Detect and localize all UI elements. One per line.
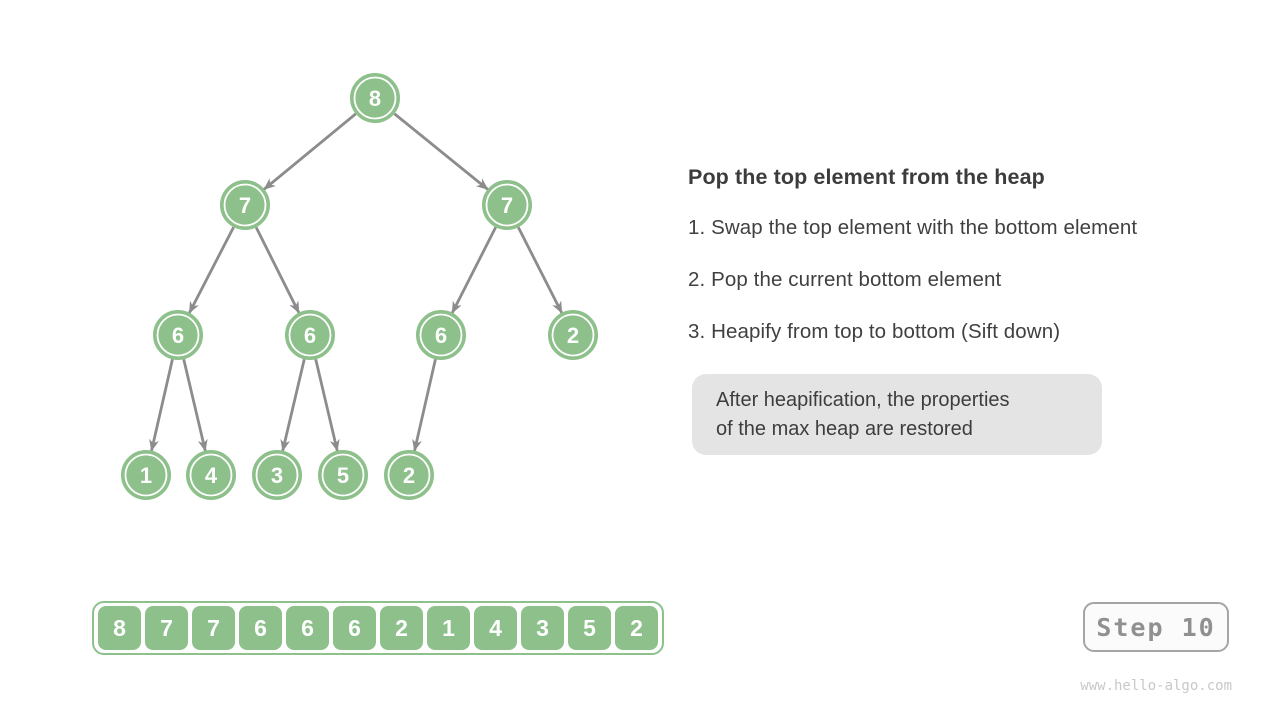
array-cell: 6 [239,606,282,650]
tree-node: 2 [548,310,598,360]
tree-node-value: 6 [435,323,447,348]
tree-edge [254,226,301,315]
note-line-2: of the max heap are restored [716,418,973,440]
tree-node: 8 [350,73,400,123]
heap-tree: 8 7 7 6 6 6 2 1 4 3 5 2 [121,73,598,500]
array-cell: 3 [521,606,564,650]
tree-node: 6 [285,310,335,360]
tree-node: 5 [318,450,368,500]
tree-node: 1 [121,450,171,500]
tree-node-value: 3 [271,463,283,488]
array-cell: 8 [98,606,141,650]
array-cell: 2 [615,606,658,650]
tree-node-value: 1 [140,463,152,488]
tree-edge [450,226,497,315]
tree-node-value: 6 [304,323,316,348]
array-cell: 7 [192,606,235,650]
tree-edge [187,226,235,315]
tree-node-value: 4 [205,463,218,488]
tree-node: 7 [482,180,532,230]
explanation-panel: Pop the top element from the heap 1. Swa… [688,165,1248,372]
tree-node: 6 [416,310,466,360]
tree-edge [182,359,208,452]
note-line-1: After heapification, the properties [716,389,1010,411]
tree-node-value: 6 [172,323,184,348]
tree-node-value: 7 [239,193,251,218]
tree-node: 2 [384,450,434,500]
array-cell: 5 [568,606,611,650]
array-cell: 7 [145,606,188,650]
tree-node: 4 [186,450,236,500]
step-badge: Step 10 [1083,602,1229,652]
tree-edge [393,112,490,191]
tree-node: 6 [153,310,203,360]
tree-edge [314,359,340,452]
step-item-1: 1. Swap the top element with the bottom … [688,216,1138,239]
array-cell: 2 [380,606,423,650]
array-cell: 6 [286,606,329,650]
note-box: After heapification, the properties of t… [692,374,1102,455]
step-badge-label: Step 10 [1096,612,1216,642]
tree-node: 7 [220,180,270,230]
array-cell: 1 [427,606,470,650]
tree-node-value: 8 [369,86,381,111]
tree-node-value: 2 [567,323,579,348]
tree-node-value: 2 [403,463,415,488]
tree-edge [262,112,357,191]
step-item-3: 3. Heapify from top to bottom (Sift down… [688,320,1061,343]
array-cell: 6 [333,606,376,650]
panel-title: Pop the top element from the heap [688,165,1045,189]
tree-edge [517,226,564,315]
tree-node-value: 7 [501,193,513,218]
tree-node-value: 5 [337,463,349,488]
watermark: www.hello-algo.com [1080,678,1232,694]
array-cell: 4 [474,606,517,650]
steps-list: 1. Swap the top element with the bottom … [688,216,1248,344]
step-item-2: 2. Pop the current bottom element [688,268,1002,291]
tree-edge [149,359,174,452]
tree-node: 3 [252,450,302,500]
tree-edge [412,359,437,452]
tree-edge [280,359,306,452]
